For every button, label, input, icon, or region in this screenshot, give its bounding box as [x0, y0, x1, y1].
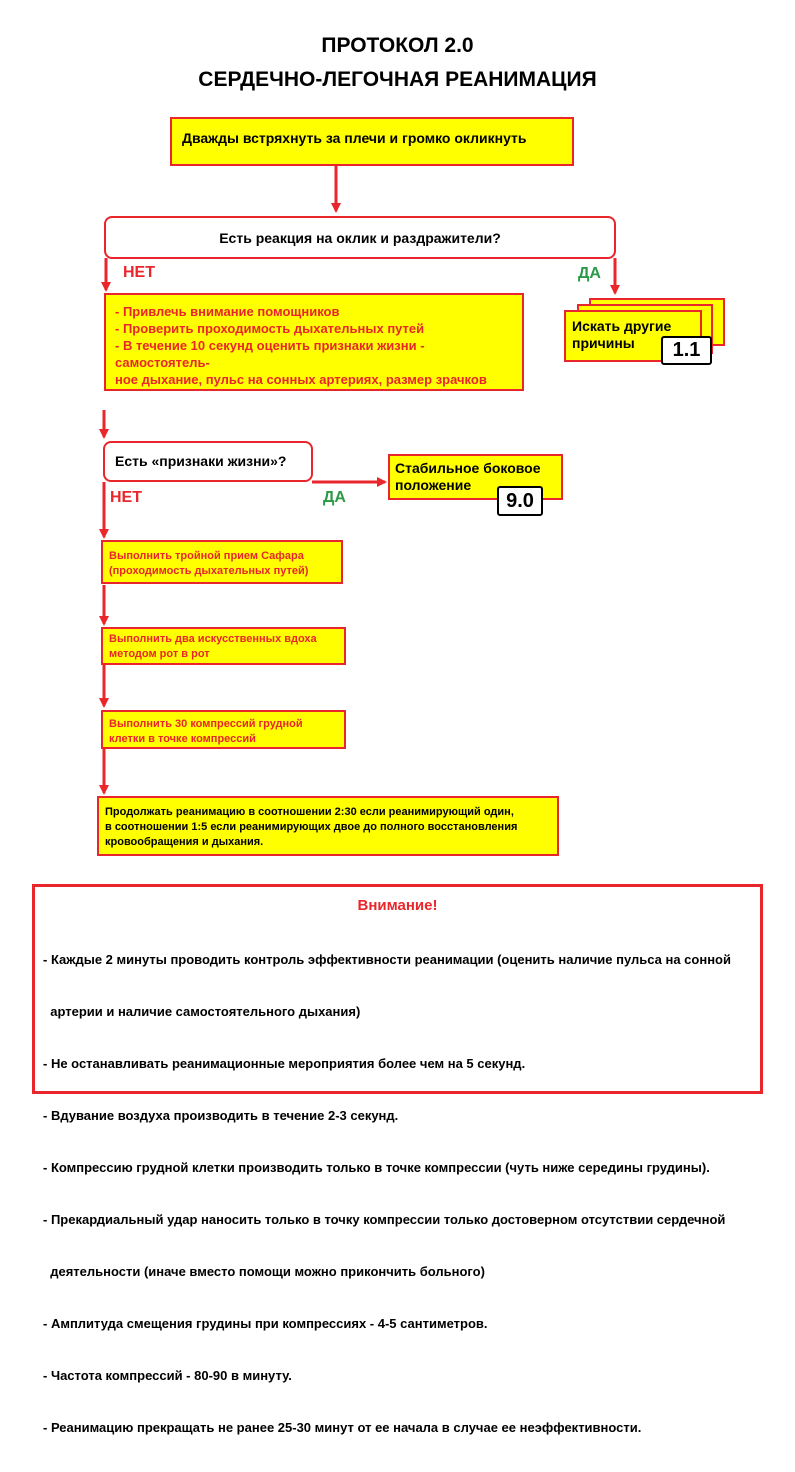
page-title: ПРОТОКОЛ 2.0	[321, 34, 474, 57]
breaths-box: Выполнить два искусственных вдоха методо…	[101, 627, 346, 665]
warning-line-7: деятельности (иначе вместо помощи можно …	[43, 1264, 485, 1279]
warning-line-6: - Прекардиальный удар наносить только в …	[43, 1212, 726, 1227]
yes-label-2: ДА	[323, 489, 346, 506]
breaths-line2: методом рот в рот	[109, 648, 210, 660]
warning-line-1: - Каждые 2 минуты проводить контроль эфф…	[43, 952, 731, 967]
page-subtitle: СЕРДЕЧНО-ЛЕГОЧНАЯ РЕАНИМАЦИЯ	[198, 68, 597, 91]
compress-line1: Выполнить 30 компрессий грудной	[109, 718, 303, 730]
warning-line-4: - Вдувание воздуха производить в течение…	[43, 1108, 399, 1123]
other-causes-line1: Искать другие	[572, 318, 672, 334]
breaths-line1: Выполнить два искусственных вдоха	[109, 633, 317, 645]
warning-line-5: - Компрессию грудной клетки производить …	[43, 1160, 710, 1175]
assess-line-1: - Привлечь внимание помощников	[115, 304, 340, 319]
assess-line-2: - Проверить проходимость дыхательных пут…	[115, 321, 425, 336]
warning-title: Внимание!	[357, 897, 438, 914]
step-shake-box: Дважды встряхнуть за плечи и громко окли…	[170, 117, 574, 166]
code-badge-9-0: 9.0	[497, 486, 543, 516]
assess-box: - Привлечь внимание помощников - Провери…	[104, 293, 524, 391]
yes-label-1: ДА	[578, 265, 601, 282]
warning-line-2: артерии и наличие самостоятельного дыхан…	[43, 1004, 361, 1019]
warning-line-3: - Не останавливать реанимационные меропр…	[43, 1056, 526, 1071]
safar-line1: Выполнить тройной прием Сафара	[109, 550, 304, 562]
no-label-1: НЕТ	[123, 264, 155, 281]
lateral-line2: положение	[395, 477, 472, 493]
warning-box: Внимание! - Каждые 2 минуты проводить ко…	[32, 884, 763, 1435]
assess-line-4: ное дыхание, пульс на сонных артериях, р…	[115, 372, 487, 387]
decision-reaction-text: Есть реакция на оклик и раздражители?	[219, 230, 501, 246]
assess-line-3: - В течение 10 секунд оценить признаки ж…	[115, 338, 425, 370]
decision-signs: Есть «признаки жизни»?	[103, 441, 313, 482]
code-badge-1-1: 1.1	[661, 336, 712, 365]
continue-box: Продолжать реанимацию в соотношении 2:30…	[97, 796, 559, 856]
warning-line-10: - Реанимацию прекращать не ранее 25-30 м…	[43, 1420, 642, 1435]
other-causes-line2: причины	[572, 335, 635, 351]
flow-connectors	[99, 166, 620, 795]
step-shake-text: Дважды встряхнуть за плечи и громко окли…	[182, 130, 527, 146]
warning-line-9: - Частота компрессий - 80-90 в минуту.	[43, 1368, 292, 1383]
continue-line1: Продолжать реанимацию в соотношении 2:30…	[105, 806, 514, 818]
compress-line2: клетки в точке компрессий	[109, 733, 256, 745]
decision-signs-text: Есть «признаки жизни»?	[115, 453, 287, 469]
warning-line-8: - Амплитуда смещения грудины при компрес…	[43, 1316, 488, 1331]
safar-line2: (проходимость дыхательных путей)	[109, 565, 309, 577]
compress-box: Выполнить 30 компрессий грудной клетки в…	[101, 710, 346, 749]
no-label-2: НЕТ	[110, 489, 142, 506]
decision-reaction: Есть реакция на оклик и раздражители?	[104, 216, 616, 259]
lateral-line1: Стабильное боковое	[395, 460, 541, 476]
safar-box: Выполнить тройной прием Сафара (проходим…	[101, 540, 343, 584]
continue-line2: в соотношении 1:5 если реанимирующих дво…	[105, 821, 518, 833]
continue-line3: кровообращения и дыхания.	[105, 836, 264, 848]
